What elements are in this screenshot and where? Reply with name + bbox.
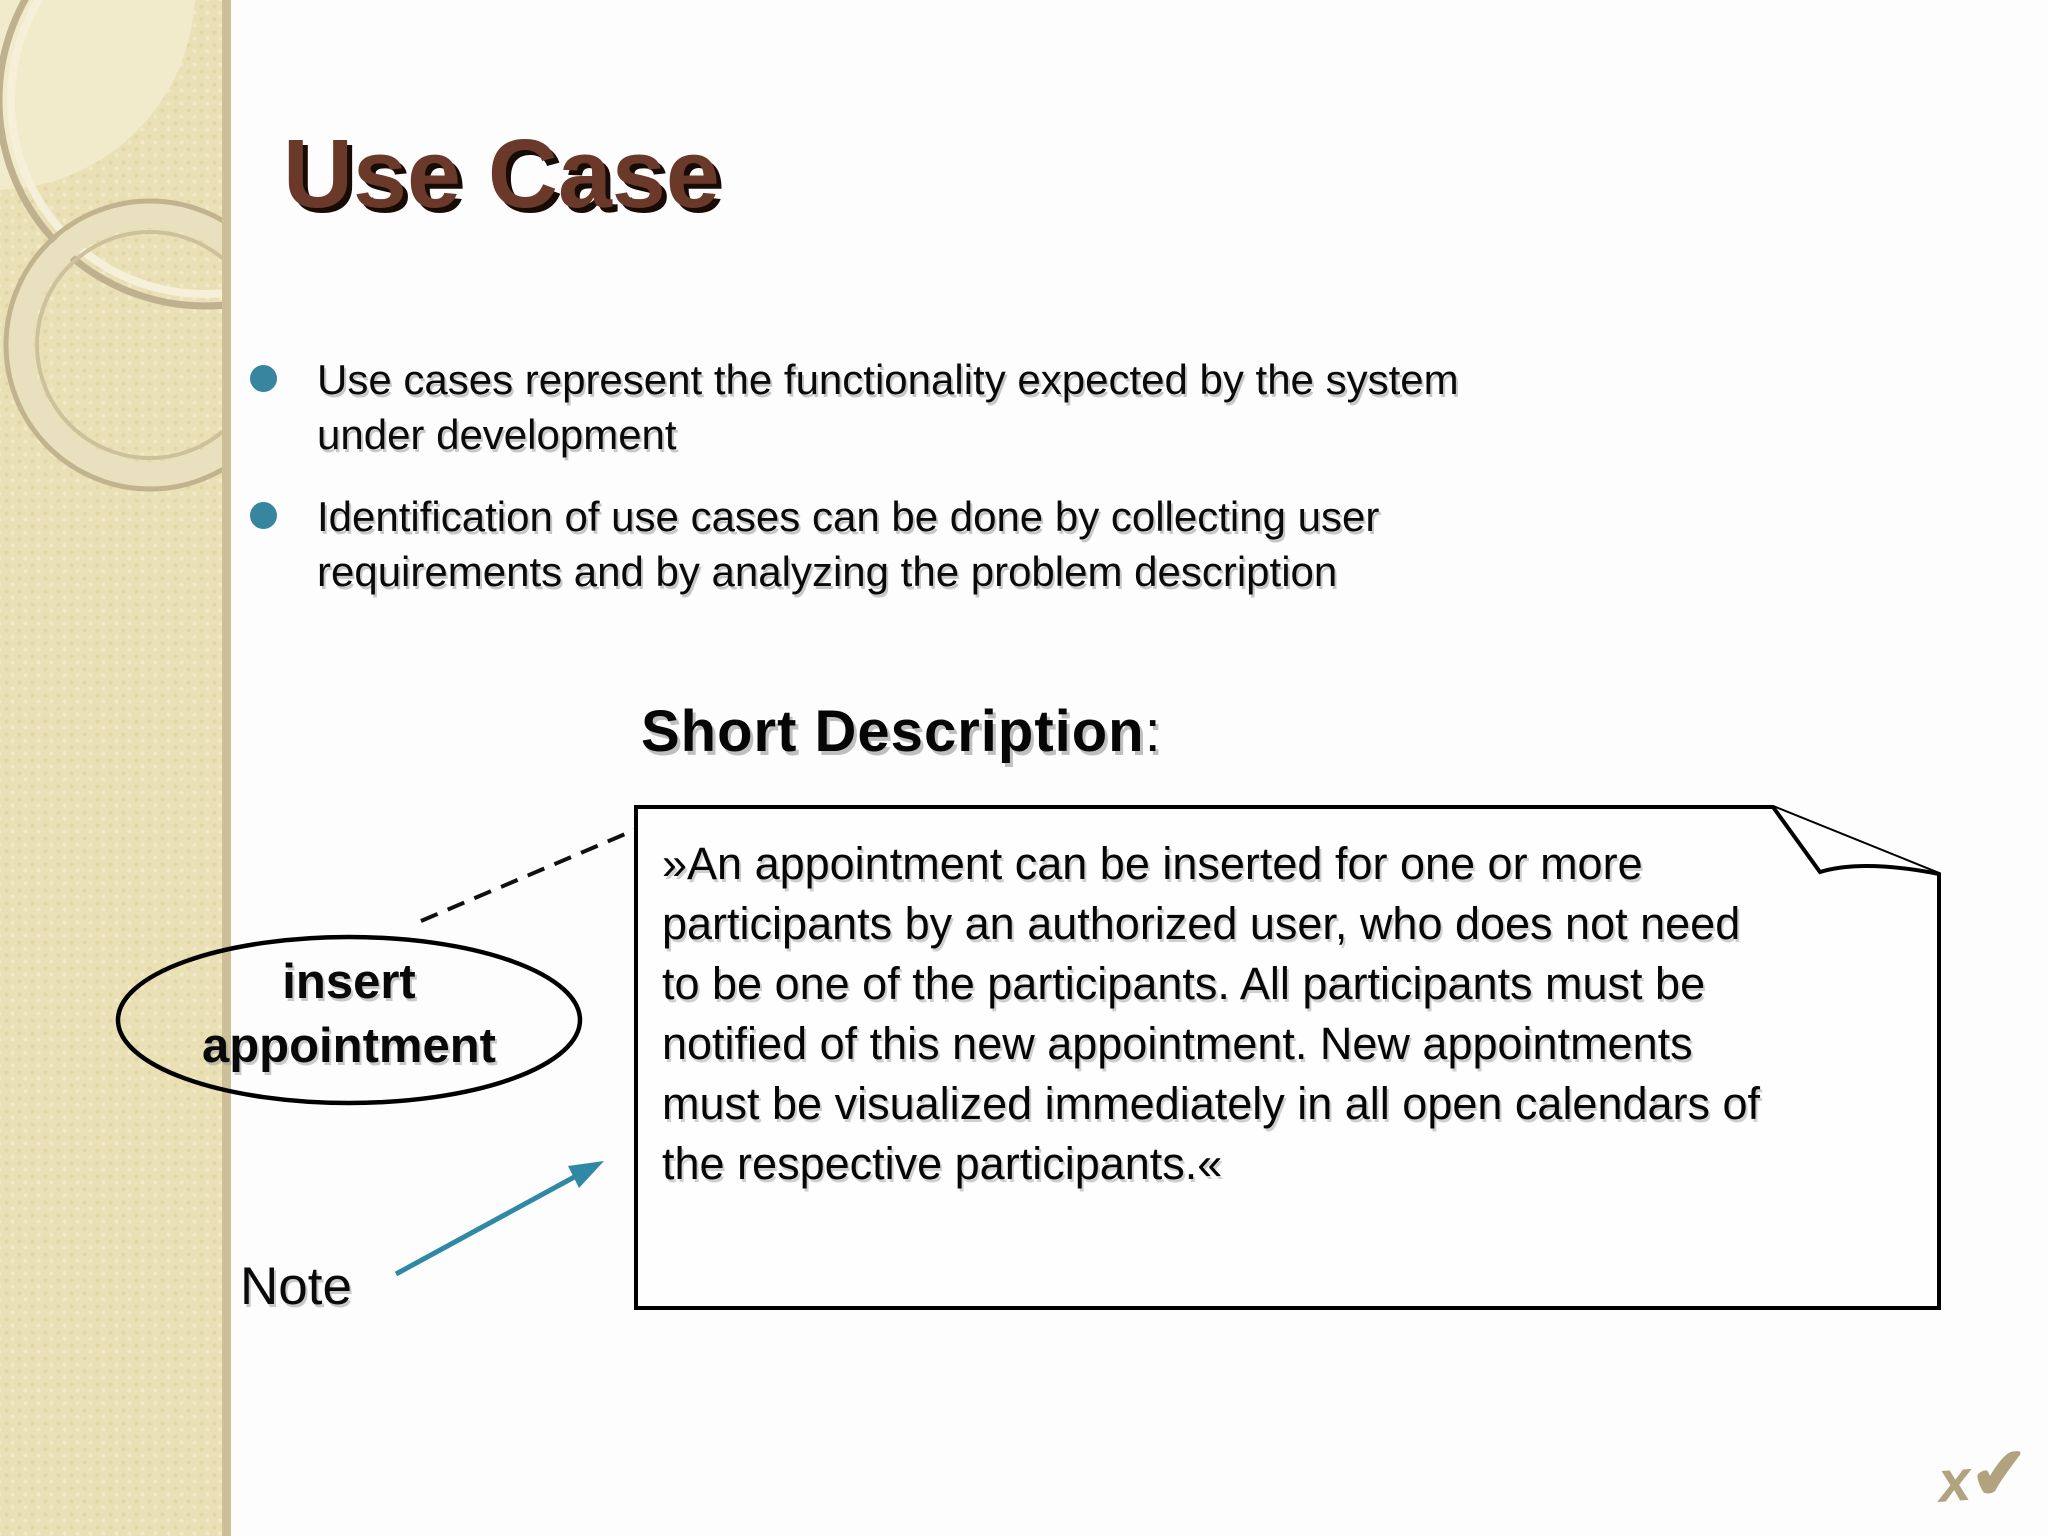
bullet-dot-icon <box>250 365 277 392</box>
note-pointer-arrowhead-icon <box>568 1161 604 1188</box>
bullet-line: requirements and by analyzing the proble… <box>317 548 1338 595</box>
note-pointer-arrow <box>394 1172 580 1277</box>
note-line: notified of this new appointment. New ap… <box>662 1018 1693 1069</box>
bullet-list: Use cases represent the functionality ex… <box>250 352 1850 626</box>
bullet-text: Use cases represent the functionality ex… <box>317 352 1767 462</box>
bullet-line: Use cases represent the functionality ex… <box>317 356 1459 403</box>
bullet-item: Identification of use cases can be done … <box>250 489 1850 599</box>
note-fold-corner <box>1771 805 1940 876</box>
section-heading-colon: : <box>1144 699 1162 764</box>
slide-title: Use Case <box>283 119 720 228</box>
use-case-label: insert appointment <box>118 950 580 1078</box>
note-line: to be one of the participants. All parti… <box>662 958 1706 1009</box>
section-heading-text: Short Description <box>641 699 1145 764</box>
use-case-label-line: appointment <box>202 1019 496 1073</box>
checkmark-watermark: x✔ <box>1935 1431 2025 1519</box>
bullet-line: under development <box>317 411 677 458</box>
use-case-ellipse <box>115 934 583 1106</box>
sidebar-decoration <box>0 0 231 1536</box>
note-line: must be visualized immediately in all op… <box>662 1078 1761 1129</box>
sidebar-circles-decoration <box>0 0 222 492</box>
bullet-text: Identification of use cases can be done … <box>317 489 1767 599</box>
bullet-item: Use cases represent the functionality ex… <box>250 352 1850 462</box>
note-line: »An appointment can be inserted for one … <box>662 838 1643 889</box>
note-line: the respective participants.« <box>662 1138 1223 1189</box>
checkmark-icon: ✔ <box>1967 1433 2026 1515</box>
note-shape <box>634 805 1941 1310</box>
watermark-x: x <box>1936 1447 1973 1515</box>
anchor-dashed-line <box>420 827 638 923</box>
section-heading: Short Description: <box>641 698 1162 765</box>
bullet-dot-icon <box>250 502 277 529</box>
note-text: »An appointment can be inserted for one … <box>662 834 1912 1194</box>
note-label: Note <box>240 1257 352 1316</box>
bullet-line: Identification of use cases can be done … <box>317 493 1380 540</box>
note-line: participants by an authorized user, who … <box>662 898 1741 949</box>
use-case-label-line: insert <box>282 955 416 1009</box>
